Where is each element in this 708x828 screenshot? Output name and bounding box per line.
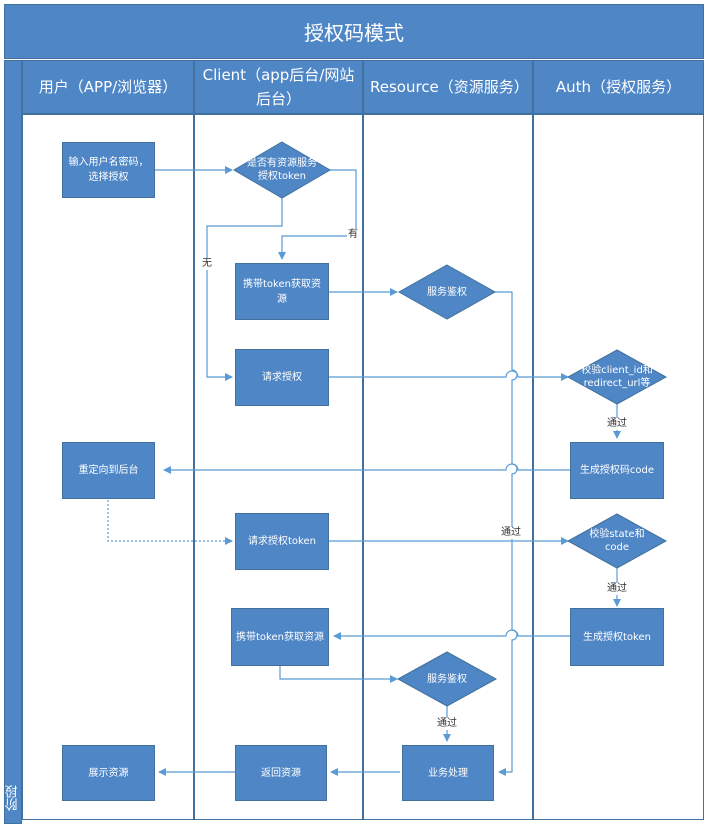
- node-input-credentials-label: 输入用户名密码，选择授权: [68, 157, 149, 183]
- node-fetch-with-token-1-label: 携带token获取资源: [243, 278, 321, 305]
- node-verify-state-label: 校验state和code: [589, 529, 645, 553]
- edge-label-pass-4: 通过: [436, 718, 458, 730]
- node-request-auth: 请求授权: [235, 349, 329, 406]
- node-request-token-label: 请求授权token: [248, 536, 316, 547]
- node-fetch-with-token-2: 携带token获取资源: [231, 608, 329, 666]
- node-service-auth-2-label: 服务鉴权: [427, 673, 467, 685]
- edge-redirect-to-reqtoken: [107, 500, 233, 545]
- node-show-resource: 展示资源: [62, 745, 155, 801]
- lane-client: [194, 114, 363, 820]
- lane-header-resource: Resource（资源服务）: [363, 60, 533, 114]
- node-return-resource: 返回资源: [235, 745, 327, 801]
- node-fetch-with-token-1: 携带token获取资源: [235, 263, 329, 320]
- lane-header-auth: Auth（授权服务）: [533, 60, 704, 114]
- node-request-token: 请求授权token: [235, 513, 329, 570]
- edge-request-to-verify: [329, 370, 569, 381]
- node-service-auth-1-label: 服务鉴权: [427, 286, 467, 298]
- node-gen-auth-code: 生成授权码code: [570, 442, 664, 499]
- edge-fetch2-to-auth2: [279, 666, 398, 683]
- edge-label-yes: 有: [347, 229, 359, 241]
- lane-header-user-label: 用户（APP/浏览器）: [38, 78, 178, 96]
- node-gen-token-label: 生成授权token: [583, 631, 651, 643]
- edge-label-no: 无: [201, 258, 213, 270]
- node-input-credentials: 输入用户名密码，选择授权: [62, 142, 155, 198]
- page-title: 授权码模式: [4, 4, 704, 59]
- node-business-process-label: 业务处理: [428, 767, 468, 779]
- node-business-process: 业务处理: [402, 745, 494, 801]
- node-fetch-with-token-2-label: 携带token获取资源: [236, 631, 324, 643]
- service-auth-2-diamond: [396, 651, 498, 707]
- edge-gencode-to-redirect: [163, 463, 570, 474]
- edge-label-pass-2: 通过: [500, 527, 522, 539]
- node-gen-token: 生成授权token: [570, 608, 664, 666]
- lane-header-resource-label: Resource（资源服务）: [370, 78, 529, 96]
- lane-header-client-label: Client（app后台/网站后台）: [202, 66, 355, 108]
- node-request-auth-label: 请求授权: [262, 372, 302, 383]
- node-redirect-backend: 重定向到后台: [62, 442, 155, 499]
- edge-label-pass-3: 通过: [606, 583, 628, 595]
- verify-state-diamond: [566, 513, 668, 569]
- node-verify-client-label: 校验client_id和redirect_url等: [581, 365, 653, 389]
- edge-gentoken-to-fetch2: [333, 629, 570, 640]
- service-auth-1-diamond: [397, 264, 497, 320]
- page-title-text: 授权码模式: [304, 21, 404, 45]
- node-return-resource-label: 返回资源: [261, 767, 301, 779]
- decision-diamond: [233, 141, 331, 199]
- lane-header-auth-label: Auth（授权服务）: [555, 78, 682, 96]
- lane-header-user: 用户（APP/浏览器）: [22, 60, 194, 114]
- edge-decision-no: [206, 198, 283, 381]
- edge-label-pass-1: 通过: [606, 418, 628, 430]
- lane-header-client: Client（app后台/网站后台）: [194, 60, 363, 114]
- node-has-token-label: 是否有资源服务授权token: [247, 158, 317, 182]
- verify-client-diamond: [566, 349, 668, 405]
- node-gen-auth-code-label: 生成授权码code: [579, 465, 655, 476]
- phase-column: [4, 60, 22, 824]
- node-redirect-backend-label: 重定向到后台: [78, 465, 139, 476]
- node-show-resource-label: 展示资源: [88, 767, 129, 779]
